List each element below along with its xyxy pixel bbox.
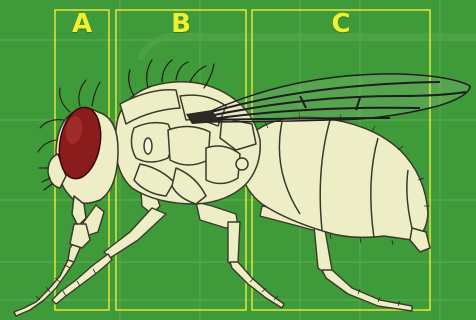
thorax-plate bbox=[206, 146, 240, 184]
spiracle bbox=[144, 138, 152, 154]
hind-leg-tibia bbox=[228, 222, 240, 266]
segment-label-b: B bbox=[116, 8, 246, 40]
segment-label-c: C bbox=[252, 8, 430, 40]
thorax-plate bbox=[168, 126, 210, 165]
segment-label-a: A bbox=[55, 8, 109, 40]
haltere bbox=[236, 158, 248, 170]
